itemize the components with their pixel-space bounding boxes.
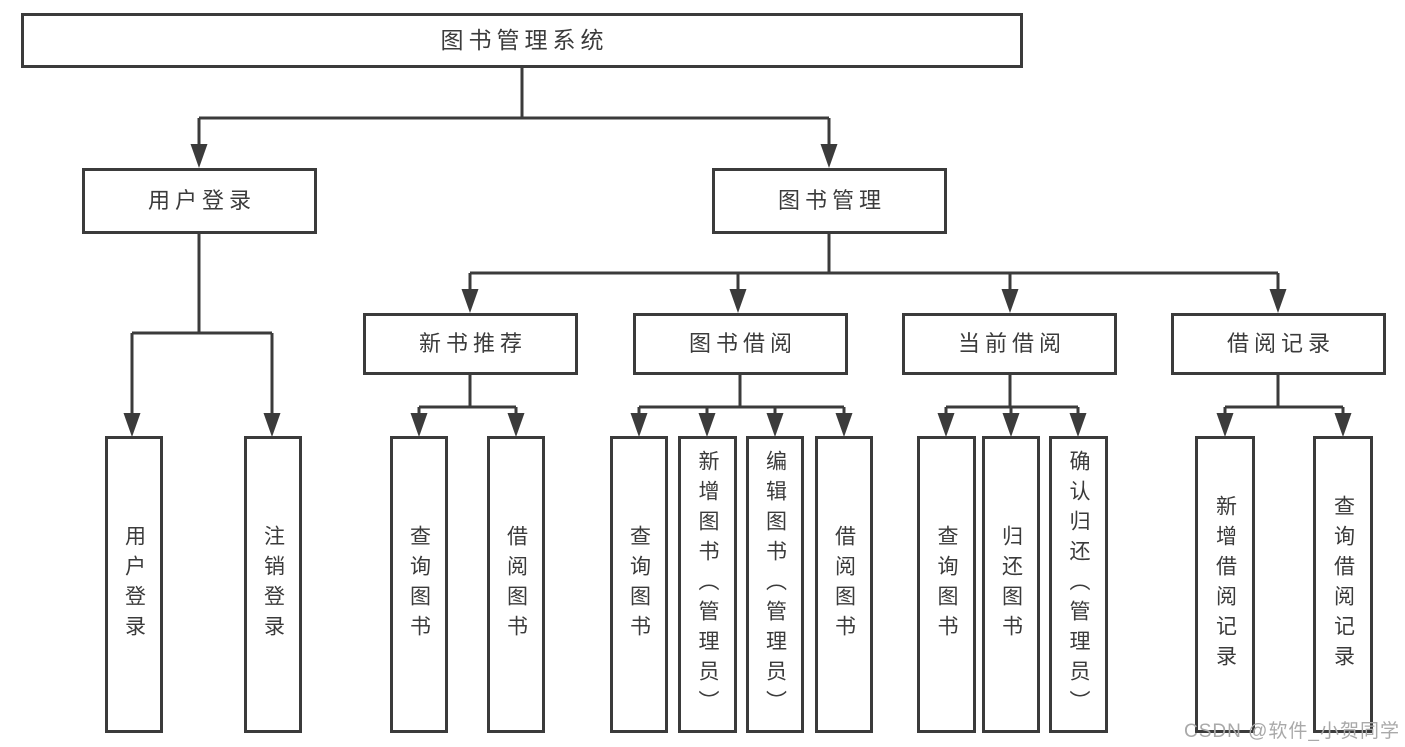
node-borrowing-records: 借阅记录 — [1171, 313, 1386, 375]
arrowheads — [123, 144, 1352, 437]
leaf-edit-book-admin: 编辑图书（管理员） — [746, 436, 804, 733]
node-book-management: 图书管理 — [712, 168, 947, 234]
leaf-borrowing-borrow-books: 借阅图书 — [815, 436, 873, 733]
node-label: 图书管理系统 — [440, 27, 609, 53]
leaf-user-login: 用户登录 — [105, 436, 163, 733]
node-label: 图书管理 — [777, 188, 886, 213]
leaf-add-book-admin: 新增图书（管理员） — [678, 436, 737, 733]
node-label: 借阅记录 — [1226, 331, 1335, 356]
node-new-book-recommend: 新书推荐 — [363, 313, 578, 375]
leaf-newbook-query-books: 查询图书 — [390, 436, 448, 733]
node-user-login: 用户登录 — [82, 168, 317, 234]
node-label: 当前借阅 — [957, 331, 1066, 356]
node-book-borrowing: 图书借阅 — [633, 313, 848, 375]
leaf-newbook-borrow-books: 借阅图书 — [487, 436, 545, 733]
csdn-watermark: CSDN @软件_小贺同学 — [1184, 721, 1400, 742]
leaf-return-books: 归还图书 — [982, 436, 1040, 733]
leaf-add-borrow-record: 新增借阅记录 — [1195, 436, 1255, 733]
node-label: 新书推荐 — [418, 331, 527, 356]
leaf-borrowing-query-books: 查询图书 — [610, 436, 668, 733]
leaf-query-borrow-record: 查询借阅记录 — [1313, 436, 1373, 733]
node-current-borrowing: 当前借阅 — [902, 313, 1117, 375]
leaf-current-query-books: 查询图书 — [917, 436, 976, 733]
node-label: 图书借阅 — [688, 331, 797, 356]
leaf-logout: 注销登录 — [244, 436, 302, 733]
leaf-confirm-return-admin: 确认归还（管理员） — [1049, 436, 1108, 733]
node-library-management-system: 图书管理系统 — [21, 13, 1023, 68]
node-label: 用户登录 — [147, 188, 256, 213]
